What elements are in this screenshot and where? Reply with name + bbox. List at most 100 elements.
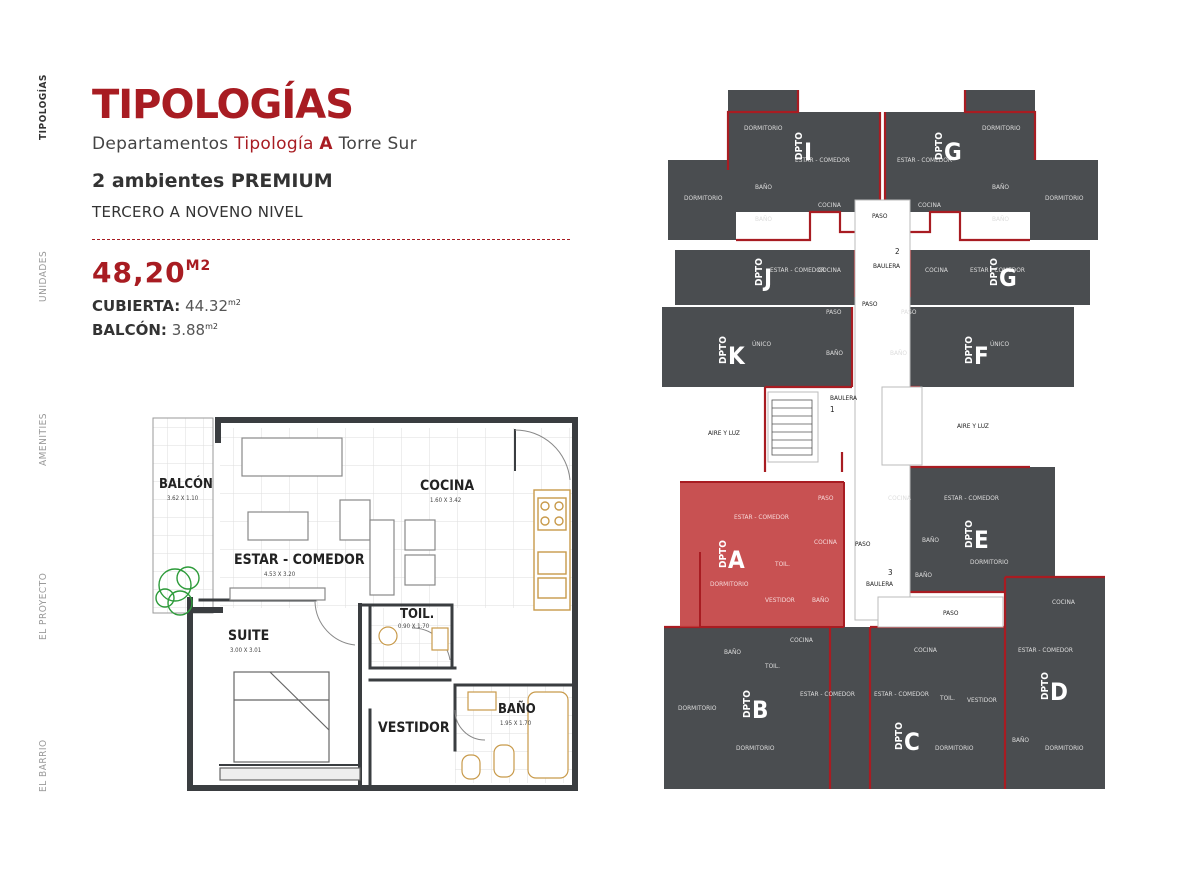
label-cocina: COCINA [420,478,474,494]
room-label-h-dorm: DORMITORIO [982,124,1021,132]
total-area-value: 48,20 [92,256,186,289]
cubierta-line: CUBIERTA: 44.32m2 [92,297,241,315]
room-label-k-unico: ÚNICO [752,339,771,348]
baulera-number-2: 2 [895,247,900,256]
room-label-h-bano: BAÑO [992,182,1009,191]
balcon-label: BALCÓN: [92,321,167,339]
room-label-i-estar: ESTAR - COMEDOR [795,156,850,164]
svg-text:K: K [728,342,746,370]
room-label-c-estar: ESTAR - COMEDOR [874,690,929,698]
svg-text:DPTO: DPTO [964,520,975,548]
svg-text:A: A [728,546,745,574]
label-paso-f: PASO [901,308,917,316]
room-label-b-bano: BAÑO [724,647,741,656]
svg-text:C: C [904,728,920,756]
label-baulera-3: BAULERA [866,580,893,588]
svg-text:D: D [1050,678,1068,706]
nav-item-tipologias[interactable]: TIPOLOGÍAS [38,74,49,140]
unit-plan-svg: BALCÓN 3.62 X 1.10 COCINA 1.60 X 3.42 ES… [152,417,578,791]
svg-text:G: G [999,264,1017,292]
room-label-i-bano: BAÑO [755,182,772,191]
svg-text:DPTO: DPTO [794,132,805,160]
svg-text:DPTO: DPTO [1040,672,1051,700]
dims-estar-comedor: 4.53 X 3.20 [264,571,296,578]
apartment-a-highlight[interactable] [680,482,844,627]
room-label-a-bano: BAÑO [812,595,829,604]
room-label-h-estar: ESTAR - COMEDOR [897,156,952,164]
balcon-line: BALCÓN: 3.88m2 [92,321,218,339]
page-title: TIPOLOGÍAS [92,82,354,128]
label-toil: TOIL. [400,607,434,622]
nav-item-el-proyecto[interactable]: EL PROYECTO [38,572,49,640]
subtitle-letter: A [319,134,333,154]
room-label-g-estar: ESTAR - COMEDOR [970,266,1025,274]
cubierta-value: 44.32 [185,297,229,315]
room-label-c-dorm: DORMITORIO [935,744,974,752]
label-balcon: BALCÓN [159,476,213,492]
room-label-c-vestidor: VESTIDOR [967,696,997,704]
nav-item-el-barrio[interactable]: EL BARRIO [38,739,49,792]
label-baulera-1: BAULERA [830,394,857,402]
cubierta-label: CUBIERTA: [92,297,181,315]
svg-text:DPTO: DPTO [718,336,729,364]
room-label-e-bano2: BAÑO [915,570,932,579]
building-floor-plan: DORMITORIO DORMITORIO ESTAR - COMEDOR ES… [660,82,1105,792]
room-label-e-cocina: COCINA [888,494,911,502]
room-label-a-vestidor: VESTIDOR [765,596,795,604]
room-label-k-bano: BAÑO [826,348,843,357]
room-label-e-estar: ESTAR - COMEDOR [944,494,999,502]
room-label-i-cocina: COCINA [818,201,841,209]
svg-text:F: F [974,342,989,370]
room-label-e-dorm: DORMITORIO [970,558,1009,566]
room-label-a-estar: ESTAR - COMEDOR [734,513,789,521]
room-label-j-cocina: COCINA [818,266,841,274]
svg-text:I: I [804,138,812,166]
nav-item-amenities[interactable]: AMENITIES [38,412,49,466]
room-label-h-bano2: BAÑO [992,214,1009,223]
label-aire-luz-left: AIRE Y LUZ [708,429,740,437]
room-label-e-bano: BAÑO [922,535,939,544]
label-paso-4: PASO [943,609,959,617]
label-aire-luz-right: AIRE Y LUZ [957,422,989,430]
label-vestidor: VESTIDOR [378,720,450,736]
dims-suite: 3.00 X 3.01 [230,647,261,654]
room-label-c-cocina: COCINA [914,646,937,654]
room-label-i-bano2: BAÑO [755,214,772,223]
baulera-number-1: 1 [830,405,835,414]
dims-toil: 0.90 X 1.70 [398,623,430,630]
svg-text:DPTO: DPTO [742,690,753,718]
page-subtitle: Departamentos Tipología A Torre Sur [92,134,417,154]
room-label-d-dorm: DORMITORIO [1045,744,1084,752]
room-label-g-cocina: COCINA [925,266,948,274]
room-label-i-dorm: DORMITORIO [744,124,783,132]
room-label-d-estar: ESTAR - COMEDOR [1018,646,1073,654]
room-label-a-paso: PASO [818,494,834,502]
dims-bano: 1.95 X 1.70 [500,720,532,727]
balcon-value: 3.88 [171,321,206,339]
room-label-h-cocina: COCINA [918,201,941,209]
svg-text:DPTO: DPTO [964,336,975,364]
baulera-number-3: 3 [888,568,893,577]
svg-text:DPTO: DPTO [934,132,945,160]
room-label-h-dorm2: DORMITORIO [1045,194,1084,202]
label-suite: SUITE [228,628,269,644]
total-area: 48,20M2 [92,256,211,289]
floor-plan-svg: DORMITORIO DORMITORIO ESTAR - COMEDOR ES… [662,90,1105,789]
nav-item-unidades[interactable]: UNIDADES [38,250,49,302]
label-paso-k: PASO [826,308,842,316]
subtitle-tipologia: Tipología [234,134,314,154]
room-label-c-toil: TOIL. [939,694,955,702]
room-label-j-estar: ESTAR - COMEDOR [770,266,825,274]
label-baulera-2: BAULERA [873,262,900,270]
